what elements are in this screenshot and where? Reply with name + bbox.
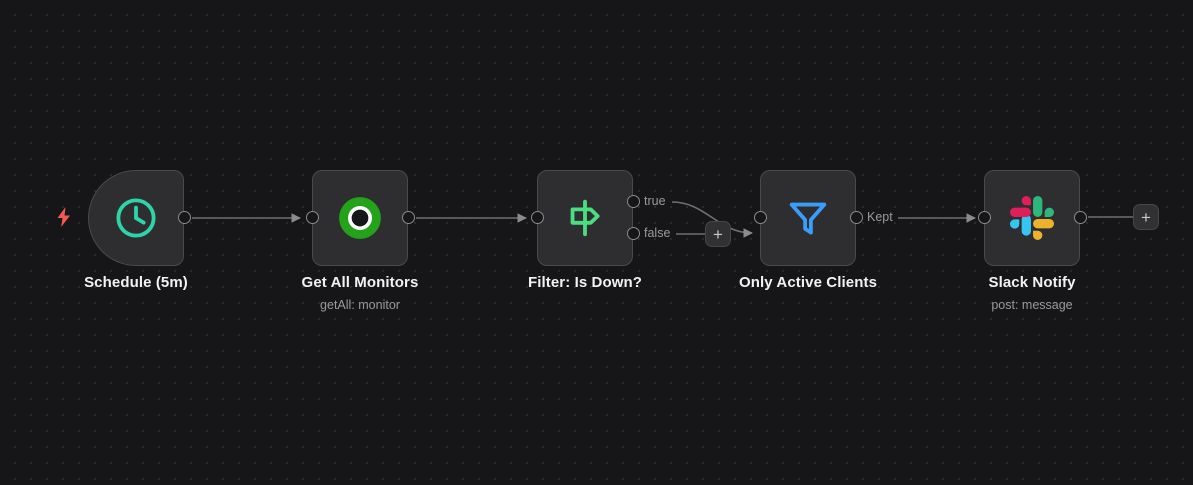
port-monitors-output[interactable] [402, 211, 415, 224]
node-schedule-title: Schedule (5m) [84, 274, 188, 291]
port-filter-output-false[interactable] [627, 227, 640, 240]
node-get-all-monitors-title: Get All Monitors [301, 274, 419, 291]
node-slack-notify-subtitle: post: message [991, 298, 1073, 312]
port-schedule-output[interactable] [178, 211, 191, 224]
signpost-icon [559, 192, 611, 244]
port-slack-input[interactable] [978, 211, 991, 224]
port-clients-output-kept[interactable] [850, 211, 863, 224]
port-label-true: true [644, 194, 666, 208]
slack-icon [1006, 192, 1058, 244]
node-only-active-clients[interactable] [760, 170, 856, 266]
node-filter-is-down-title: Filter: Is Down? [527, 274, 643, 291]
node-slack-notify-title: Slack Notify [988, 274, 1076, 291]
port-label-kept: Kept [867, 210, 893, 224]
port-filter-input[interactable] [531, 211, 544, 224]
node-filter-is-down[interactable] [537, 170, 633, 266]
trigger-bolt-icon [56, 207, 72, 227]
port-slack-output[interactable] [1074, 211, 1087, 224]
uptime-kuma-icon [334, 192, 386, 244]
port-filter-output-true[interactable] [627, 195, 640, 208]
clock-icon [110, 192, 162, 244]
node-get-all-monitors-subtitle: getAll: monitor [320, 298, 400, 312]
node-only-active-clients-title: Only Active Clients [738, 274, 878, 291]
port-monitors-input[interactable] [306, 211, 319, 224]
port-clients-input[interactable] [754, 211, 767, 224]
add-false-branch-button[interactable]: + [705, 221, 731, 247]
funnel-icon [782, 192, 834, 244]
port-label-false: false [644, 226, 671, 240]
node-schedule[interactable] [88, 170, 184, 266]
node-slack-notify[interactable] [984, 170, 1080, 266]
node-get-all-monitors[interactable] [312, 170, 408, 266]
add-next-node-button[interactable]: + [1133, 204, 1159, 230]
